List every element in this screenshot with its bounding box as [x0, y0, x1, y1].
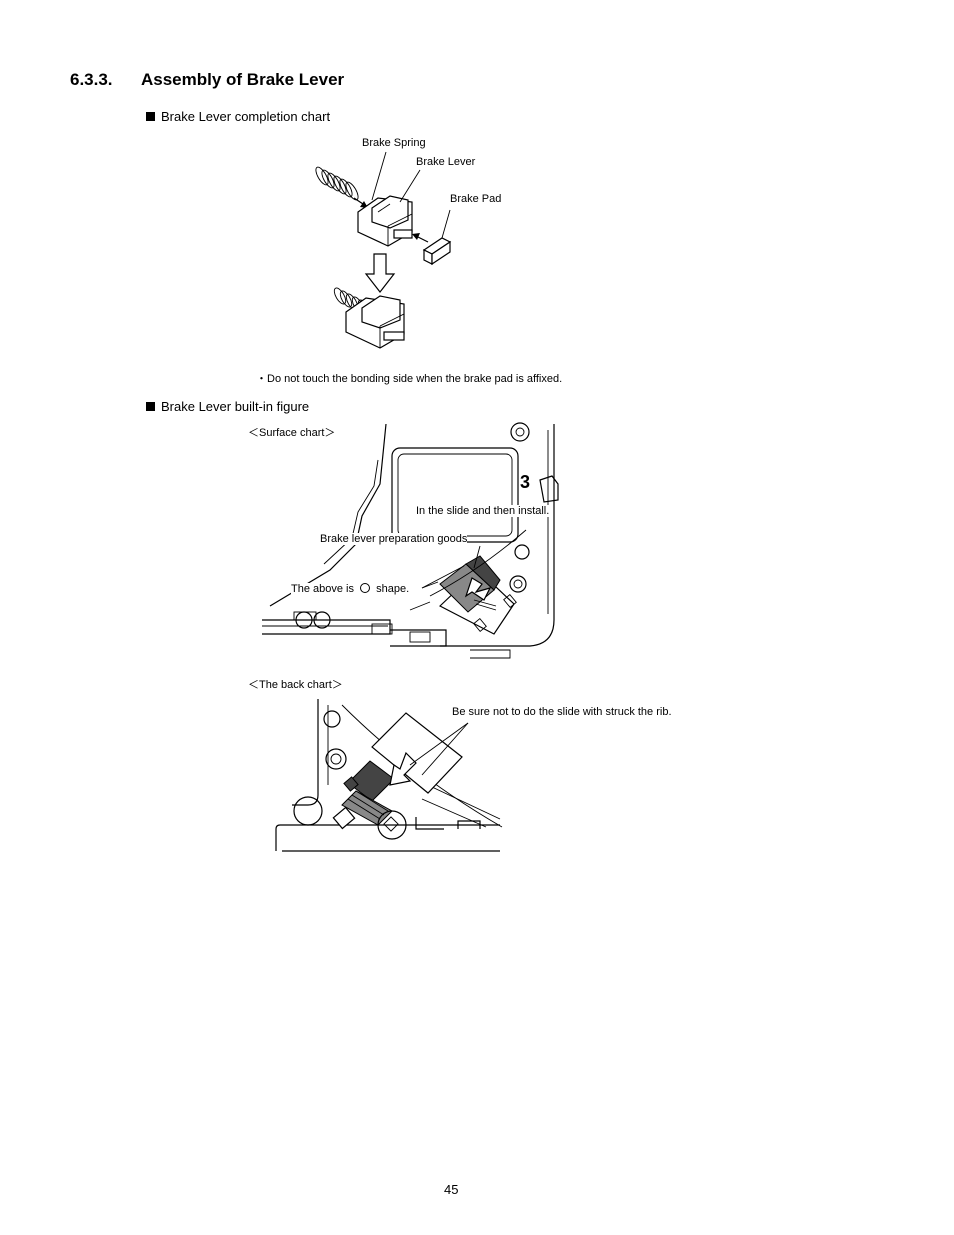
label-brake-lever: Brake Lever: [416, 156, 476, 168]
square-bullet-icon: [146, 402, 155, 411]
page-number: 45: [444, 1182, 459, 1197]
completion-heading: Brake Lever completion chart: [146, 109, 330, 124]
label-brake-spring: Brake Spring: [362, 137, 426, 149]
down-arrow-icon: [364, 253, 396, 293]
section-number: 6.3.3.: [70, 70, 113, 89]
label-brake-pad: Brake Pad: [450, 193, 502, 205]
back-chart-illustration: [275, 699, 503, 852]
part-number-mark: 3: [520, 472, 530, 492]
back-brake-lever: [332, 760, 395, 830]
surface-chart-title: ＜Surface chart＞: [248, 427, 336, 439]
rib-note-label: Be sure not to do the slide with struck …: [452, 706, 672, 718]
section-title: Assembly of Brake Lever: [141, 70, 345, 89]
assembled-lever-drawing: [333, 287, 405, 349]
builtin-heading: Brake Lever built-in figure: [146, 399, 309, 414]
brake-pad-drawing: [422, 237, 452, 266]
brake-spring-drawing: [315, 166, 359, 201]
completion-heading-text: Brake Lever completion chart: [161, 109, 331, 124]
above-shape-label: The above is shape.: [291, 583, 410, 595]
slide-install-label: In the slide and then install.: [416, 505, 550, 517]
surface-chart-illustration: 3: [262, 422, 559, 659]
square-bullet-icon: [146, 112, 155, 121]
prep-goods-label: Brake lever preparation goods: [320, 533, 468, 545]
brake-lever-drawing: [357, 195, 413, 247]
brake-lever-completion-illustration: [315, 151, 452, 349]
bonding-note: ・Do not touch the bonding side when the …: [256, 373, 563, 385]
builtin-heading-text: Brake Lever built-in figure: [161, 399, 310, 414]
circle-shape-icon: [360, 583, 371, 593]
above-is-text: The above is: [291, 583, 354, 595]
shape-text: shape.: [376, 583, 410, 595]
slide-arrow-icon: [389, 751, 417, 786]
back-chart-title: ＜The back chart＞: [248, 679, 343, 691]
surface-brake-lever: [439, 555, 501, 613]
